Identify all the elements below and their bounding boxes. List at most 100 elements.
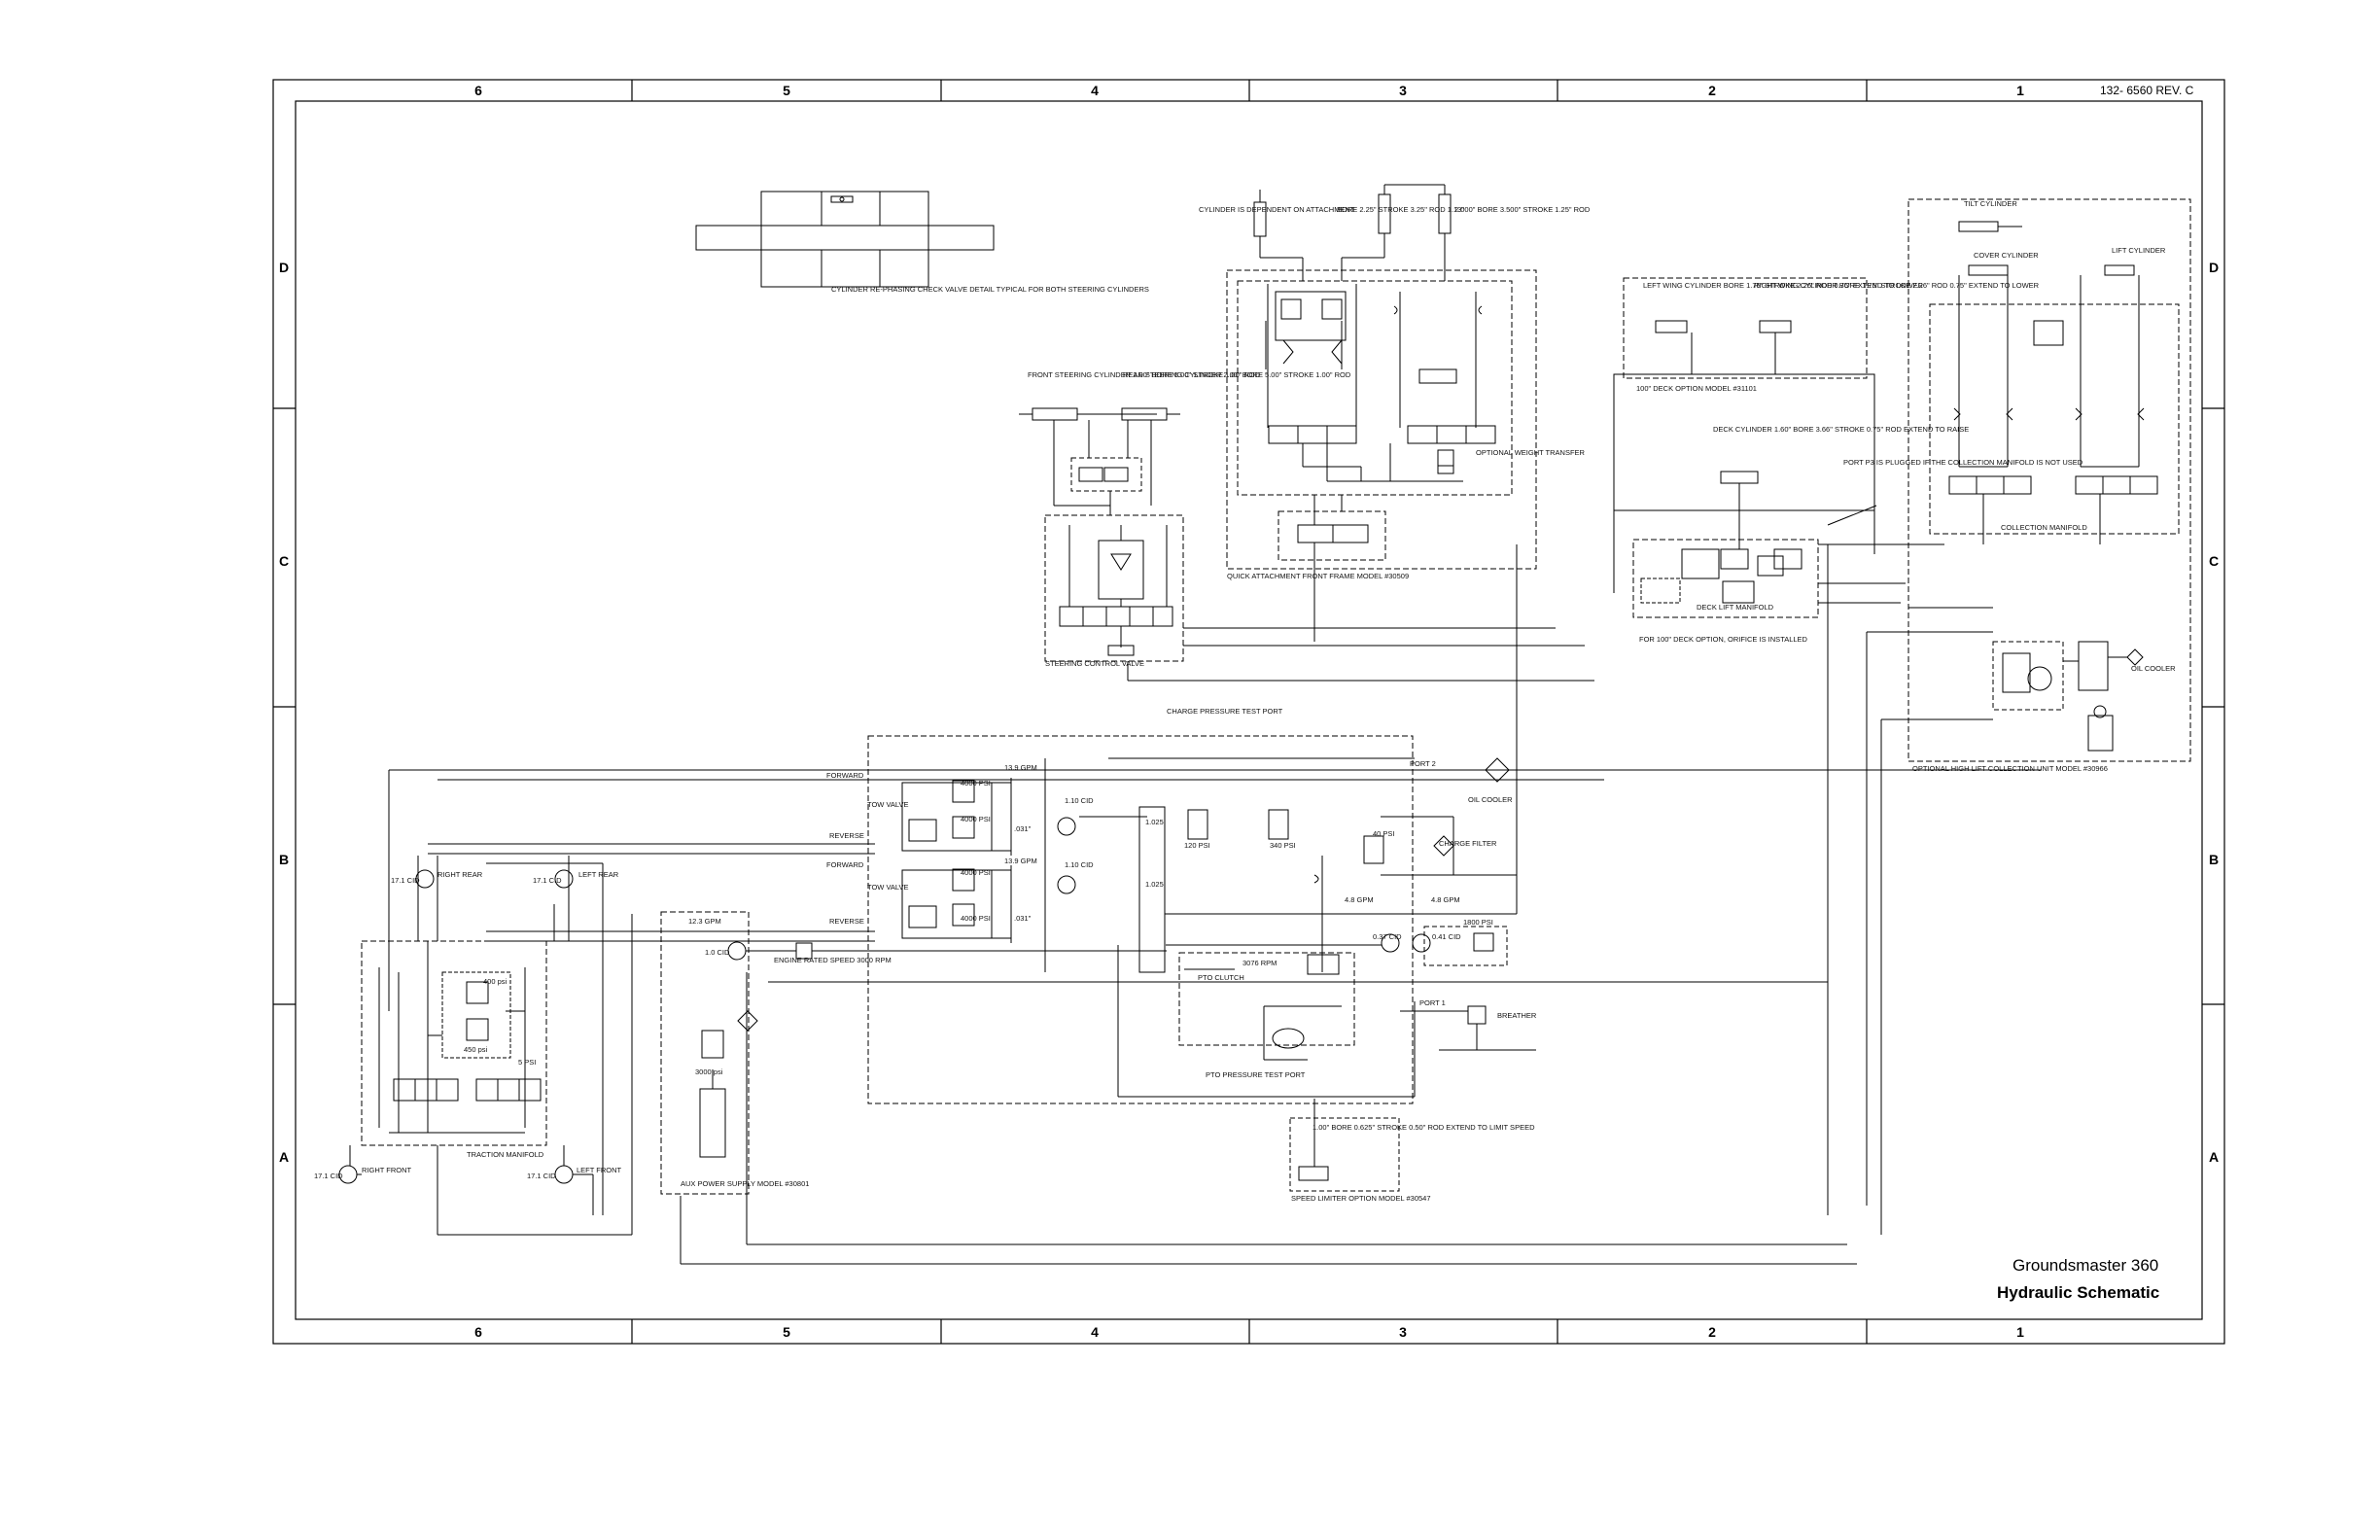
cid-171-label-4: 17.1 CID [527, 1172, 556, 1180]
quick-attachment-label: QUICK ATTACHMENT FRONT FRAME MODEL #3050… [1227, 572, 1409, 580]
left-front-label: LEFT FRONT [577, 1166, 622, 1174]
steering-valve-label: STEERING CONTROL VALVE [1045, 659, 1144, 668]
deck-lift-manifold-label: DECK LIFT MANIFOLD [1697, 603, 1774, 612]
gpm-139-label-1: 13.9 GPM [1004, 763, 1037, 772]
optional-wt-label: OPTIONAL WEIGHT TRANSFER [1476, 448, 1586, 457]
cid-037-label: 0.37 CID [1373, 932, 1402, 941]
cid-1025-label-2: 1.025 [1145, 880, 1164, 889]
reverse-label-1: REVERSE [829, 831, 864, 840]
revision-label: 132- 6560 REV. C [2100, 84, 2194, 97]
psi-4000-label-3: 4000 PSI [961, 868, 991, 877]
psi-120-label: 120 PSI [1184, 841, 1210, 850]
cid-10-label: 1.0 CID [705, 948, 730, 957]
collection-manifold-label: COLLECTION MANIFOLD [2001, 523, 2087, 532]
rpm-3076-label: 3076 RPM [1242, 959, 1277, 967]
engine-speed-label: ENGINE RATED SPEED 3000 RPM [774, 956, 892, 964]
drawing-title: Hydraulic Schematic [1997, 1283, 2160, 1302]
deck-option-label: 100" DECK OPTION MODEL #31101 [1636, 384, 1757, 393]
col-label-5-bottom: 5 [783, 1324, 790, 1340]
pto-port-label: PTO PRESSURE TEST PORT [1206, 1070, 1306, 1079]
col-label-3-top: 3 [1399, 83, 1407, 98]
left-wing-label: LEFT WING CYLINDER BORE 1.75" STROKE 2.2… [1643, 281, 1924, 290]
bore-225-label: BORE 2.25" STROKE 3.25" ROD 1.13" [1337, 205, 1464, 214]
lift-cylinder-label: LIFT CYLINDER [2112, 246, 2166, 255]
tilt-cylinder-label: TILT CYLINDER [1964, 199, 2017, 208]
right-front-label: RIGHT FRONT [362, 1166, 412, 1174]
psi-5-label: 5 PSI [518, 1058, 536, 1067]
reverse-label-2: REVERSE [829, 917, 864, 926]
cid-1025-label-1: 1.025 [1145, 818, 1164, 826]
breather-label: BREATHER [1497, 1011, 1537, 1020]
front-steering-label: FRONT STEERING CYLINDER 2.00" BORE 5.00"… [1028, 370, 1261, 379]
psi-450-label: 450 psi [464, 1045, 488, 1054]
collection-oil-cooler-label: OIL COOLER [2131, 664, 2176, 673]
aux-power-label: AUX POWER SUPPLY MODEL #30801 [681, 1179, 809, 1188]
psi-1800-label: 1800 PSI [1463, 918, 1493, 927]
col-label-6-bottom: 6 [474, 1324, 482, 1340]
cid-171-label-2: 17.1 CID [533, 876, 562, 885]
forward-label-2: FORWARD [826, 860, 864, 869]
rear-steering-label: REAR STEERING CYLINDER 2.00" BORE 5.00" … [1123, 370, 1351, 379]
tow-valve-label-2: TOW VALVE [867, 883, 909, 892]
row-label-a-right: A [2208, 1149, 2220, 1165]
forward-label-1: FORWARD [826, 771, 864, 780]
cid-171-label-3: 17.1 CID [314, 1172, 343, 1180]
gpm-48-label-2: 4.8 GPM [1431, 895, 1460, 904]
port1-label: PORT 1 [1419, 998, 1446, 1007]
pto-clutch-label: PTO CLUTCH [1198, 973, 1244, 982]
right-wing-label: RIGHT WING CYLINDER BORE 1.75" STROKE 2.… [1754, 281, 2040, 290]
col-label-1-top: 1 [2016, 83, 2024, 98]
row-label-a-left: A [278, 1149, 290, 1165]
check-valve-detail-label: CYLINDER RE-PHASING CHECK VALVE DETAIL T… [831, 285, 1149, 294]
row-label-b-right: B [2208, 852, 2220, 867]
gpm-139-label-2: 13.9 GPM [1004, 857, 1037, 865]
psi-40-label: 40 PSI [1373, 829, 1395, 838]
psi-340-label: 340 PSI [1270, 841, 1296, 850]
psi-4000-label-4: 4000 PSI [961, 914, 991, 923]
bore-100-label: 1.00" BORE 0.625" STROKE 0.50" ROD EXTEN… [1312, 1123, 1535, 1132]
charge-port-label: CHARGE PRESSURE TEST PORT [1167, 707, 1283, 716]
col-label-2-bottom: 2 [1708, 1324, 1716, 1340]
traction-manifold-label: TRACTION MANIFOLD [467, 1150, 544, 1159]
col-label-4-bottom: 4 [1091, 1324, 1099, 1340]
col-label-1-bottom: 1 [2016, 1324, 2024, 1340]
cid-110-label-2: 1.10 CID [1065, 860, 1094, 869]
cid-041-label: 0.41 CID [1432, 932, 1461, 941]
col-label-6-top: 6 [474, 83, 482, 98]
orif-031-label-2: .031" [1014, 914, 1032, 923]
circuit-lines [338, 184, 2191, 1265]
row-label-c-left: C [278, 553, 290, 569]
col-label-2-top: 2 [1708, 83, 1716, 98]
bore-2000-label: 2.000" BORE 3.500" STROKE 1.25" ROD [1454, 205, 1591, 214]
port-p3-note: PORT P3 IS PLUGGED IF THE COLLECTION MAN… [1843, 458, 2083, 467]
psi-3000-label: 3000 psi [695, 1068, 723, 1076]
tow-valve-label-1: TOW VALVE [867, 800, 909, 809]
row-label-d-right: D [2208, 260, 2220, 275]
gpm-48-label-1: 4.8 GPM [1345, 895, 1374, 904]
charge-filter-label: CHARGE FILTER [1439, 839, 1497, 848]
row-label-b-left: B [278, 852, 290, 867]
port2-label: PORT 2 [1410, 759, 1436, 768]
col-label-3-bottom: 3 [1399, 1324, 1407, 1340]
cid-171-label-1: 17.1 CID [391, 876, 420, 885]
oil-cooler-label: OIL COOLER [1468, 795, 1513, 804]
gpm-123-label: 12.3 GPM [688, 917, 721, 926]
orif-031-label-1: .031" [1014, 824, 1032, 833]
row-label-c-right: C [2208, 553, 2220, 569]
cid-110-label-1: 1.10 CID [1065, 796, 1094, 805]
left-rear-label: LEFT REAR [578, 870, 619, 879]
cyl-dependent-label: CYLINDER IS DEPENDENT ON ATTACHMENT [1199, 205, 1355, 214]
cover-cylinder-label: COVER CYLINDER [1974, 251, 2039, 260]
psi-400-label: 400 psi [483, 977, 508, 986]
row-label-d-left: D [278, 260, 290, 275]
right-rear-label: RIGHT REAR [438, 870, 483, 879]
optional-high-lift-label: OPTIONAL HIGH LIFT COLLECTION UNIT MODEL… [1912, 764, 2108, 773]
orifice-note: FOR 100" DECK OPTION, ORIFICE IS INSTALL… [1639, 635, 1808, 644]
psi-4000-label-2: 4000 PSI [961, 815, 991, 823]
col-label-5-top: 5 [783, 83, 790, 98]
speed-limiter-label: SPEED LIMITER OPTION MODEL #30547 [1291, 1194, 1431, 1203]
product-name: Groundsmaster 360 [2012, 1256, 2159, 1275]
deck-cylinder-label: DECK CYLINDER 1.60" BORE 3.66" STROKE 0.… [1713, 425, 1969, 434]
col-label-4-top: 4 [1091, 83, 1099, 98]
